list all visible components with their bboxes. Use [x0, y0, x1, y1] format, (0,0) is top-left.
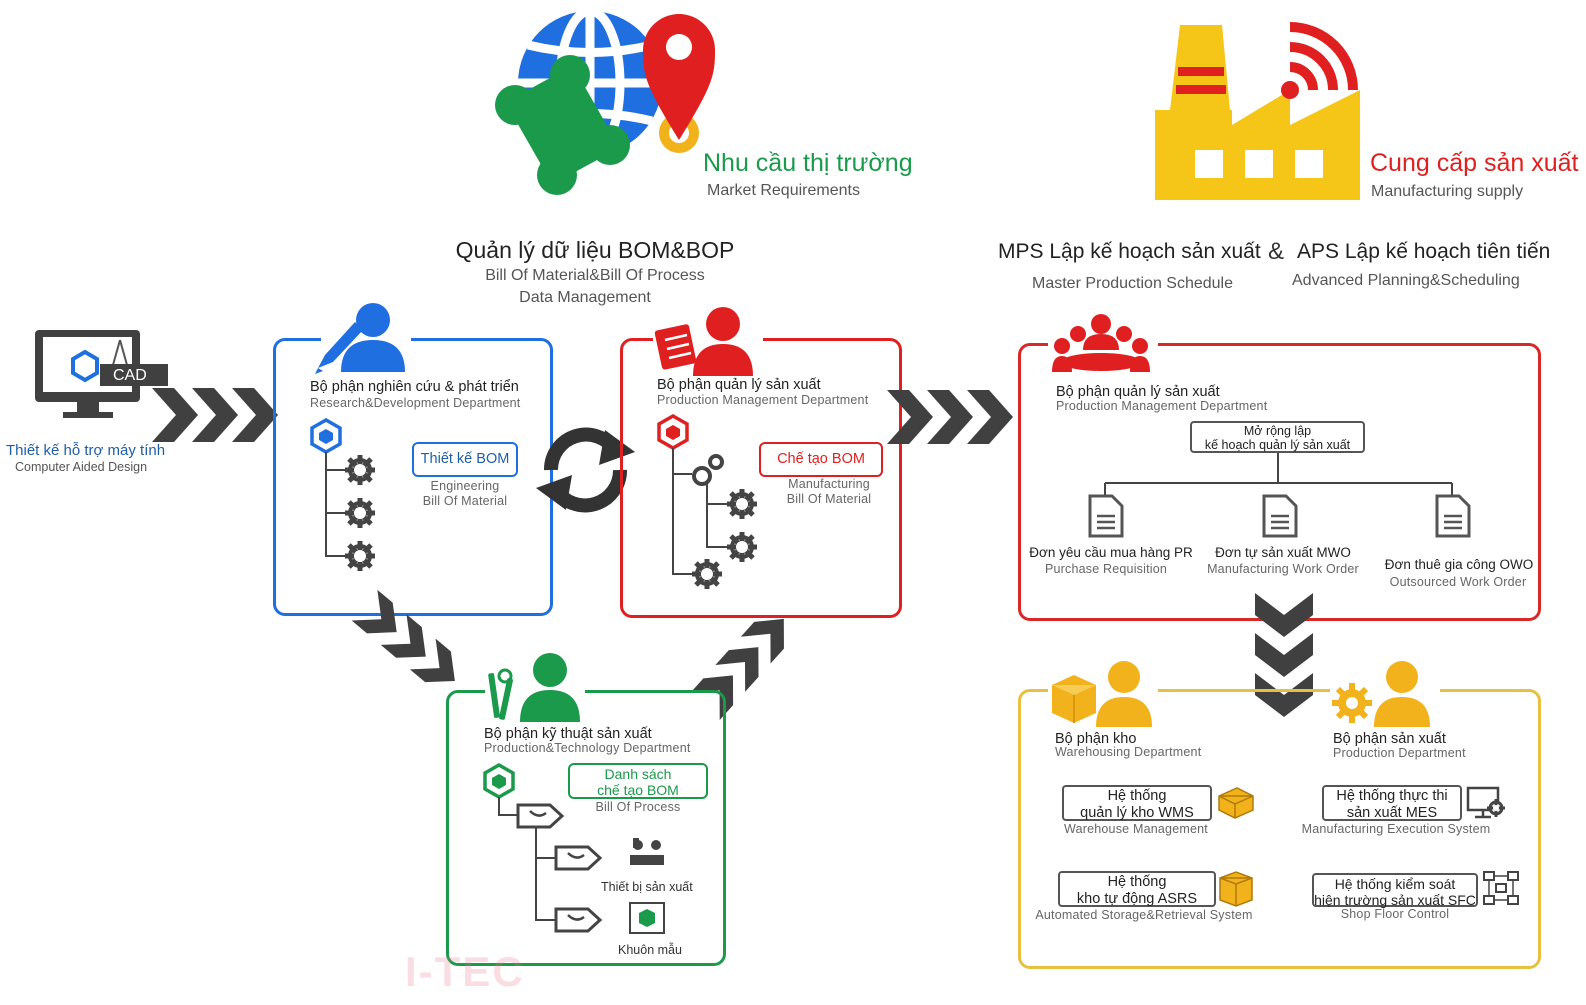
pt-person-tools-icon: [485, 648, 585, 723]
mes-sub: Manufacturing Execution System: [1301, 822, 1491, 836]
production-person-icon: [1330, 655, 1440, 727]
arrow-cad-to-rd: [152, 388, 278, 442]
mes-line2: sản xuất MES: [1346, 805, 1438, 821]
doc-icon-owo: [1435, 494, 1471, 538]
wms-line2: quản lý kho WMS: [1080, 805, 1194, 821]
doc-icon-mwo: [1262, 494, 1298, 538]
doc-mwo-sub: Manufacturing Work Order: [1207, 562, 1359, 576]
network-icon: [1483, 871, 1519, 905]
ampersand: &: [1268, 238, 1285, 265]
rd-name: Bộ phận nghiên cứu & phát triển: [310, 379, 519, 395]
mes-box: Hệ thống thực thi sản xuất MES: [1322, 785, 1462, 821]
rd-bom-tag: Thiết kế BOM: [412, 442, 518, 477]
factory-icon: [1155, 22, 1360, 200]
production-name-en: Production Department: [1333, 746, 1466, 760]
pm-tag-sub1: Manufacturing: [788, 477, 870, 491]
team-meeting-icon: [1048, 312, 1158, 382]
bom-header-sub1: Bill Of Material&Bill Of Process: [485, 267, 705, 284]
arrow-rd-to-pt: [351, 589, 455, 683]
pt-equip-label: Thiết bị sản xuất: [601, 880, 693, 894]
pm-name-en: Production Management Department: [657, 393, 869, 407]
mps-subtitle: Master Production Schedule: [1032, 275, 1233, 292]
doc-owo-label: Đơn thuê gia công OWO: [1384, 557, 1534, 572]
arrow-down-chevrons: [1255, 593, 1313, 717]
pt-mold-label: Khuôn mẫu: [618, 943, 682, 957]
doc-icon-pr: [1088, 494, 1124, 538]
cad-label: Thiết kế hỗ trợ máy tính: [6, 442, 166, 459]
pt-panel: [446, 690, 726, 966]
rd-bom-tree: [310, 417, 375, 571]
prodmgmt-name: Bộ phận quản lý sản xuất: [1056, 384, 1220, 400]
pm-name: Bộ phận quản lý sản xuất: [657, 377, 821, 393]
doc-pr-sub: Purchase Requisition: [1044, 562, 1168, 576]
mes-line1: Hệ thống thực thi: [1336, 788, 1448, 804]
sfc-line1: Hệ thống kiểm soát: [1334, 876, 1456, 892]
sync-icon: [536, 427, 635, 513]
pt-tag-line1: Danh sách: [604, 766, 672, 782]
mps-title: MPS Lập kế hoạch sản xuất: [998, 240, 1261, 263]
bom-header-sub2: Data Management: [519, 289, 651, 306]
market-subtitle: Market Requirements: [707, 182, 860, 199]
cad-badge: CAD: [113, 367, 147, 384]
rd-tag-sub2: Bill Of Material: [422, 494, 508, 508]
planning-tree-lines: [1104, 453, 1453, 495]
asrs-box: Hệ thống kho tự động ASRS: [1058, 871, 1216, 907]
box-icon-wms: [1218, 787, 1254, 819]
aps-title: APS Lập kế hoạch tiên tiến: [1297, 240, 1551, 263]
watermark: I-TEC: [405, 948, 525, 995]
pt-tag-sub: Bill Of Process: [595, 800, 681, 814]
pt-bop-tree: [483, 762, 665, 934]
doc-pr-label: Đơn yêu cầu mua hàng PR: [1029, 545, 1193, 560]
supply-subtitle: Manufacturing supply: [1371, 183, 1524, 200]
prodmgmt-name-en: Production Management Department: [1056, 399, 1268, 413]
sfc-sub: Shop Floor Control: [1340, 907, 1450, 921]
cad-sublabel: Computer Aided Design: [15, 460, 148, 474]
monitor-gear-icon: [1466, 786, 1505, 819]
wms-box: Hệ thống quản lý kho WMS: [1062, 785, 1212, 821]
rd-name-en: Research&Development Department: [310, 396, 521, 410]
doc-owo-sub: Outsourced Work Order: [1389, 575, 1527, 589]
sfc-box: Hệ thống kiểm soát hiện trường sản xuất …: [1312, 873, 1478, 908]
warehouse-name: Bộ phận kho: [1055, 731, 1137, 747]
ops-panel: [1018, 689, 1541, 969]
pm-tag-sub2: Bill Of Material: [786, 492, 872, 506]
arrow-pt-to-pm: [689, 618, 784, 720]
rd-panel: [273, 338, 553, 616]
asrs-line1: Hệ thống: [1107, 874, 1167, 890]
supply-title: Cung cấp sản xuất: [1370, 149, 1579, 177]
market-title: Nhu cầu thị trường: [703, 149, 913, 177]
aps-subtitle: Advanced Planning&Scheduling: [1292, 272, 1520, 289]
rd-person-icon: [315, 300, 411, 375]
sfc-line2: hiện trường sản xuất SFC: [1314, 892, 1476, 908]
production-name: Bộ phận sản xuất: [1333, 731, 1446, 747]
box-icon-asrs: [1219, 871, 1253, 907]
wms-line1: Hệ thống: [1107, 788, 1167, 804]
pt-bom-tag: Danh sách chế tạo BOM: [568, 763, 708, 799]
warehouse-person-icon: [1048, 655, 1158, 727]
expand-line2: kế hoạch quản lý sản xuất: [1204, 438, 1351, 452]
asrs-sub: Automated Storage&Retrieval System: [1035, 908, 1253, 922]
pt-tag-line2: chế tạo BOM: [597, 782, 679, 798]
asrs-line2: kho tự động ASRS: [1076, 891, 1198, 907]
warehouse-name-en: Warehousing Department: [1055, 745, 1202, 759]
cad-monitor-icon: [35, 330, 168, 418]
pm-bom-tag: Chế tạo BOM: [759, 442, 883, 477]
expand-line1: Mở rộng lập: [1243, 424, 1312, 438]
expand-planning-box: Mở rộng lập kế hoạch quản lý sản xuất: [1190, 421, 1365, 453]
arrow-pm-to-prodmgmt: [887, 390, 1013, 444]
rd-tag-sub1: Engineering: [430, 479, 500, 493]
pm-bom-tree: [657, 413, 757, 589]
bom-header-title: Quản lý dữ liệu BOM&BOP: [455, 237, 735, 263]
pt-name: Bộ phận kỹ thuật sản xuất: [484, 726, 652, 742]
doc-mwo-label: Đơn tự sản xuất MWO: [1215, 545, 1351, 560]
globe-location-icon: [495, 6, 715, 195]
wms-sub: Warehouse Management: [1064, 822, 1208, 836]
pt-name-en: Production&Technology Department: [484, 741, 691, 755]
pm-person-checklist-icon: [653, 302, 763, 377]
